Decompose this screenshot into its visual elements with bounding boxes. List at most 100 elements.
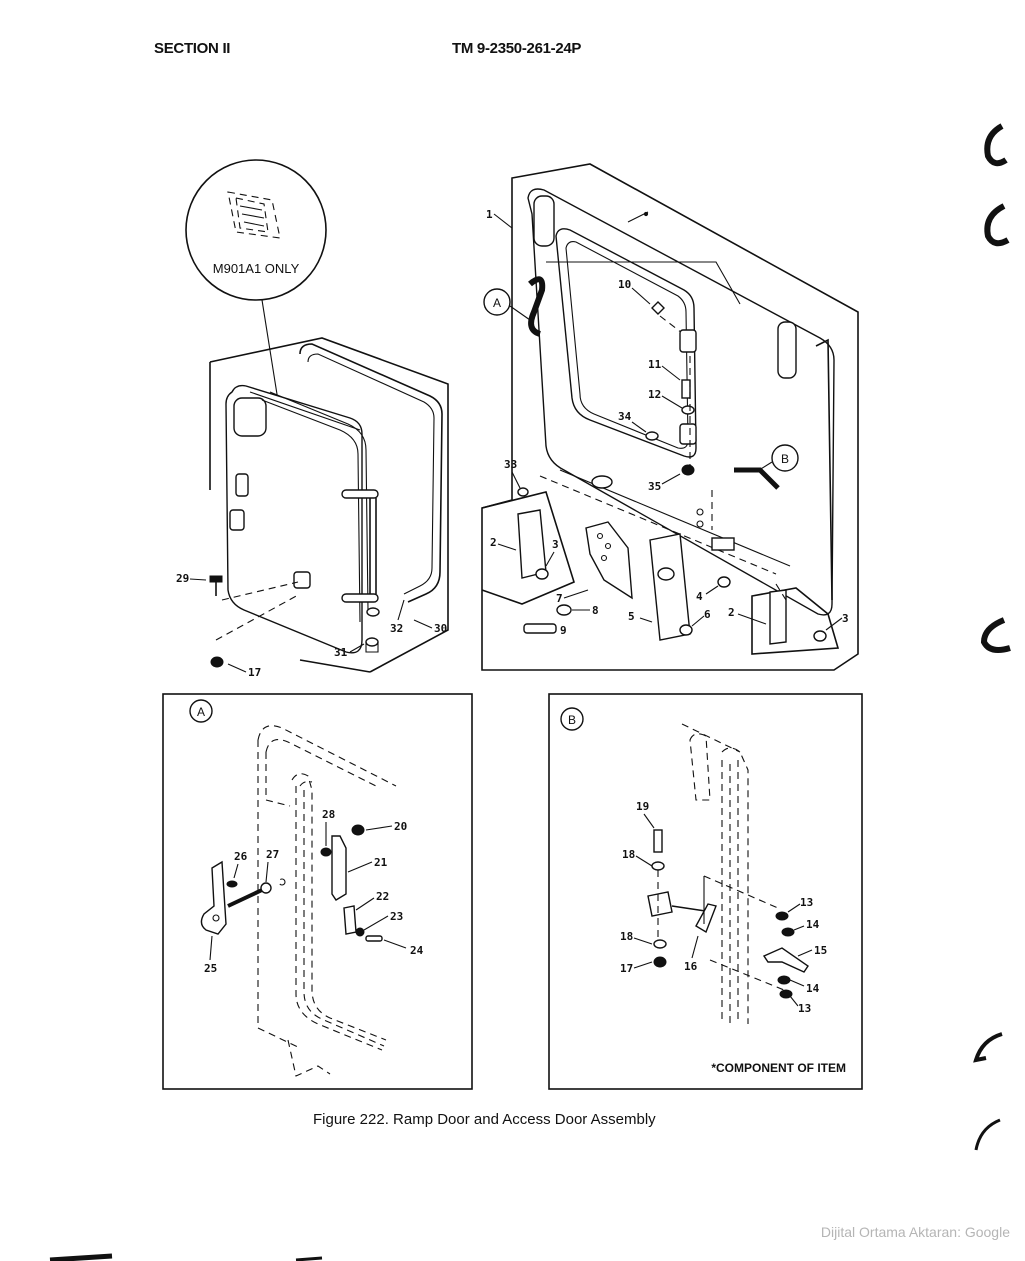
- part-28: [320, 847, 332, 857]
- lever-25: [200, 860, 227, 935]
- item-13-top: 13: [800, 896, 813, 909]
- bolt-11: [681, 379, 691, 399]
- part-33: [517, 487, 529, 497]
- item-34: 34: [618, 410, 632, 423]
- part-10: [651, 301, 665, 315]
- bolt-9: [523, 623, 557, 634]
- item-19: 19: [636, 800, 649, 813]
- spring-14-top: [781, 927, 795, 937]
- hinge-block-b: [647, 891, 673, 917]
- item-14-top: 14: [806, 918, 820, 931]
- item-9: 9: [560, 624, 567, 637]
- item-4: 4: [696, 590, 703, 603]
- latch-5: [649, 533, 691, 641]
- plunger-6: [679, 624, 693, 636]
- inset-part-sketch: [227, 191, 281, 239]
- ramp-door-window-frame: [555, 228, 697, 458]
- detail-a-letter: A: [197, 705, 205, 719]
- access-door-outline: [209, 337, 449, 673]
- item-20: 20: [394, 820, 407, 833]
- plunger-left: [535, 568, 549, 580]
- inset-label: M901A1 ONLY: [213, 261, 300, 276]
- section-header: SECTION II: [154, 40, 231, 57]
- detail-a-badge: [189, 699, 213, 723]
- binder-hole-marks: [49, 123, 1011, 1261]
- nut-35: [681, 464, 695, 476]
- washer-13-top: [775, 911, 789, 921]
- nut-34: [645, 431, 659, 441]
- item-23: 23: [390, 910, 403, 923]
- item-12: 12: [648, 388, 661, 401]
- item-28: 28: [322, 808, 335, 821]
- item-29: 29: [176, 572, 189, 585]
- item-17-b: 17: [620, 962, 633, 975]
- washer-18-top: [651, 861, 665, 871]
- hinge-plate-7: [585, 521, 633, 600]
- hinge-pin-washer: [366, 607, 380, 617]
- plunger-4: [717, 576, 731, 588]
- item-1: 1: [486, 208, 493, 221]
- hinge-boss: [591, 475, 613, 489]
- item-2-right: 2: [728, 606, 735, 619]
- hinge-bracket-upper: [679, 329, 697, 353]
- washer-12: [681, 405, 695, 415]
- item-2-left: 2: [490, 536, 497, 549]
- seal-frame-inner: [307, 353, 435, 595]
- detail-b-panel: B 19 18 18 17 16 13 14: [548, 693, 863, 1090]
- tm-number-header: TM 9-2350-261-24P: [452, 40, 582, 57]
- detail-a-panel: A 28 20 21 22 23 24 26: [162, 693, 473, 1090]
- seal-frame-outer: [299, 343, 443, 603]
- component-note: *COMPONENT OF ITEM: [711, 1061, 846, 1075]
- m901a1-inset-circle: [185, 159, 327, 301]
- hinge-bracket-lower: [679, 423, 697, 445]
- part-23: [355, 927, 365, 937]
- latch-bracket-left: [517, 509, 547, 579]
- callout-a-circle: [483, 288, 511, 316]
- hinge-pin-bottom: [365, 637, 379, 647]
- detail-b-frame: [548, 693, 863, 1090]
- item-30: 30: [434, 622, 447, 635]
- latch-bracket-right: [769, 589, 787, 645]
- door-window: [233, 397, 267, 437]
- hinge-block: [711, 537, 735, 551]
- latch-block: [293, 571, 311, 589]
- door-handle-lower: [229, 509, 245, 531]
- item-18-top: 18: [622, 848, 635, 861]
- item-32: 32: [390, 622, 403, 635]
- item-7: 7: [556, 592, 563, 605]
- item-5: 5: [628, 610, 635, 623]
- part-20: [351, 824, 365, 836]
- item-11: 11: [648, 358, 662, 371]
- spring-14-bottom: [777, 975, 791, 985]
- nut-17-b: [653, 956, 667, 968]
- item-14-bottom: 14: [806, 982, 820, 995]
- item-8: 8: [592, 604, 599, 617]
- item-27: 27: [266, 848, 279, 861]
- detail-a-frame: [162, 693, 473, 1090]
- figure-caption: Figure 222. Ramp Door and Access Door As…: [313, 1111, 656, 1128]
- ramp-door-handle-right: [777, 321, 797, 379]
- item-33: 33: [504, 458, 517, 471]
- access-door-group: M901A1 ONLY 29 1: [176, 159, 449, 679]
- item-3-left: 3: [552, 538, 559, 551]
- lever-15: [762, 947, 809, 973]
- washer-8: [556, 604, 572, 616]
- item-25: 25: [204, 962, 217, 975]
- ramp-door-handle-left: [533, 195, 555, 247]
- bolt-19: [653, 829, 663, 853]
- item-18-bottom: 18: [620, 930, 633, 943]
- nut-17: [210, 656, 224, 668]
- item-26: 26: [234, 850, 248, 863]
- part-26: [226, 880, 238, 888]
- callout-a-letter: A: [493, 296, 501, 310]
- part-22: [343, 905, 357, 935]
- pin-24: [365, 935, 383, 942]
- arm-21: [331, 835, 347, 901]
- item-21: 21: [374, 856, 388, 869]
- washer-18-bottom: [653, 939, 667, 949]
- access-door-panel: [225, 384, 363, 654]
- washer-13-bottom: [779, 989, 793, 999]
- item-16: 16: [684, 960, 698, 973]
- item-24: 24: [410, 944, 424, 957]
- callout-b-letter: B: [781, 452, 789, 466]
